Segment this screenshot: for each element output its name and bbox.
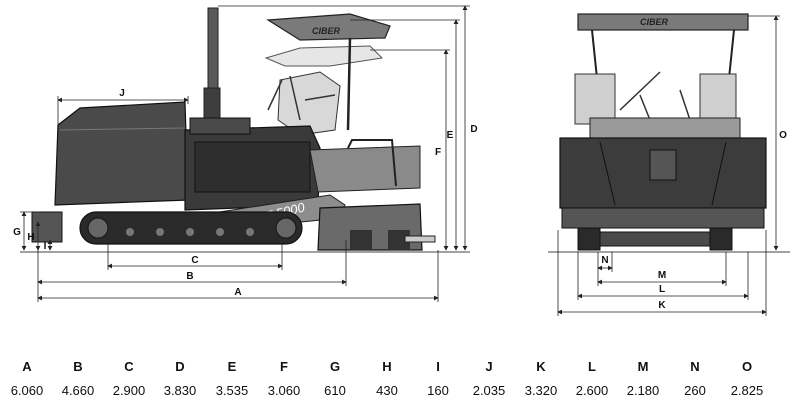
spec-value: 2.180 (626, 383, 660, 398)
crawler-track (79, 211, 303, 245)
spec-value: 610 (324, 383, 346, 398)
rear-seat-right (699, 73, 737, 121)
spec-value: 4.660 (61, 383, 95, 398)
spec-letter: H (382, 359, 392, 374)
hopper (54, 101, 189, 206)
rear-seat-left (574, 73, 616, 125)
spec-column: J 2.035 (466, 358, 512, 400)
dim-label-j: J (119, 88, 125, 99)
spec-column: I 160 (415, 358, 461, 400)
exhaust-stack (207, 7, 219, 97)
dimension-spec-table: A 6.060 B 4.660 C 2.900 D 3.830 E 3.535 … (0, 358, 800, 406)
dim-label-l: L (659, 284, 665, 295)
dim-label-h: H (27, 232, 34, 243)
push-roller (31, 211, 63, 243)
rear-dimensions (557, 15, 780, 316)
dim-label-f: F (435, 147, 441, 158)
spec-letter: L (588, 359, 596, 374)
engine-panel (194, 141, 311, 193)
exhaust-base (203, 87, 221, 119)
dim-label-i: I (44, 241, 47, 252)
spec-column: F 3.060 (261, 358, 307, 400)
spec-letter: A (22, 359, 32, 374)
spec-value: 3.830 (163, 383, 197, 398)
spec-column: N 260 (672, 358, 718, 400)
dim-label-o: O (779, 130, 787, 141)
spec-value: 2.825 (730, 383, 764, 398)
canopy-roof (266, 13, 391, 41)
dim-label-a: A (234, 287, 241, 298)
spec-column: E 3.535 (209, 358, 255, 400)
spec-value: 6.060 (10, 383, 44, 398)
spec-letter: C (124, 359, 134, 374)
dim-label-b: B (186, 271, 193, 282)
spec-letter: E (227, 359, 237, 374)
spec-column: A 6.060 (4, 358, 50, 400)
rear-view-paver: CIBER (548, 13, 790, 316)
spec-value: 430 (376, 383, 398, 398)
dim-label-e: E (447, 130, 454, 141)
spec-letter: O (741, 359, 753, 374)
spec-column: O 2.825 (724, 358, 770, 400)
spec-letter: N (690, 359, 700, 374)
canopy-folded (264, 45, 384, 67)
spec-column: B 4.660 (55, 358, 101, 400)
rear-track-right (709, 227, 733, 251)
spec-value: 3.320 (524, 383, 558, 398)
spec-letter: G (329, 359, 341, 374)
spec-letter: M (637, 359, 649, 374)
spec-letter: I (436, 359, 440, 374)
dim-label-c: C (191, 255, 198, 266)
dim-label-k: K (658, 300, 666, 311)
operator-seat (277, 71, 341, 136)
spec-column: M 2.180 (620, 358, 666, 400)
operator-platform (309, 145, 421, 193)
dim-label-g: G (13, 227, 21, 238)
spec-value: 3.535 (215, 383, 249, 398)
dim-label-m: M (658, 270, 666, 281)
rear-screed (561, 207, 765, 229)
rear-track-left (577, 227, 601, 251)
spec-value: 160 (427, 383, 449, 398)
spec-column: D 3.830 (157, 358, 203, 400)
side-view-paver: AF 5000 (13, 5, 478, 302)
track-wheels (87, 217, 297, 239)
side-dimensions (20, 5, 470, 302)
rear-canopy (577, 13, 749, 31)
technical-drawing: AF 5000 (13, 5, 790, 316)
spec-value: 2.600 (575, 383, 609, 398)
spec-value: 2.900 (112, 383, 146, 398)
spec-column: K 3.320 (518, 358, 564, 400)
spec-value: 3.060 (267, 383, 301, 398)
spec-letter: F (280, 359, 288, 374)
spec-column: C 2.900 (106, 358, 152, 400)
railing (267, 75, 336, 121)
dim-label-d: D (470, 124, 477, 135)
side-brand-logo: CIBER (312, 26, 341, 36)
spec-value: 260 (684, 383, 706, 398)
screed-railing (347, 139, 397, 187)
spec-letter: B (73, 359, 83, 374)
dim-label-n: N (601, 255, 608, 266)
spec-column: G 610 (312, 358, 358, 400)
spec-letter: J (485, 359, 493, 374)
spec-letter: K (536, 359, 546, 374)
spec-value: 2.035 (472, 383, 506, 398)
rear-brand-logo: CIBER (640, 17, 669, 27)
spec-column: H 430 (364, 358, 410, 400)
canopy-post (346, 37, 352, 131)
spec-column: L 2.600 (569, 358, 615, 400)
spec-letter: D (175, 359, 185, 374)
